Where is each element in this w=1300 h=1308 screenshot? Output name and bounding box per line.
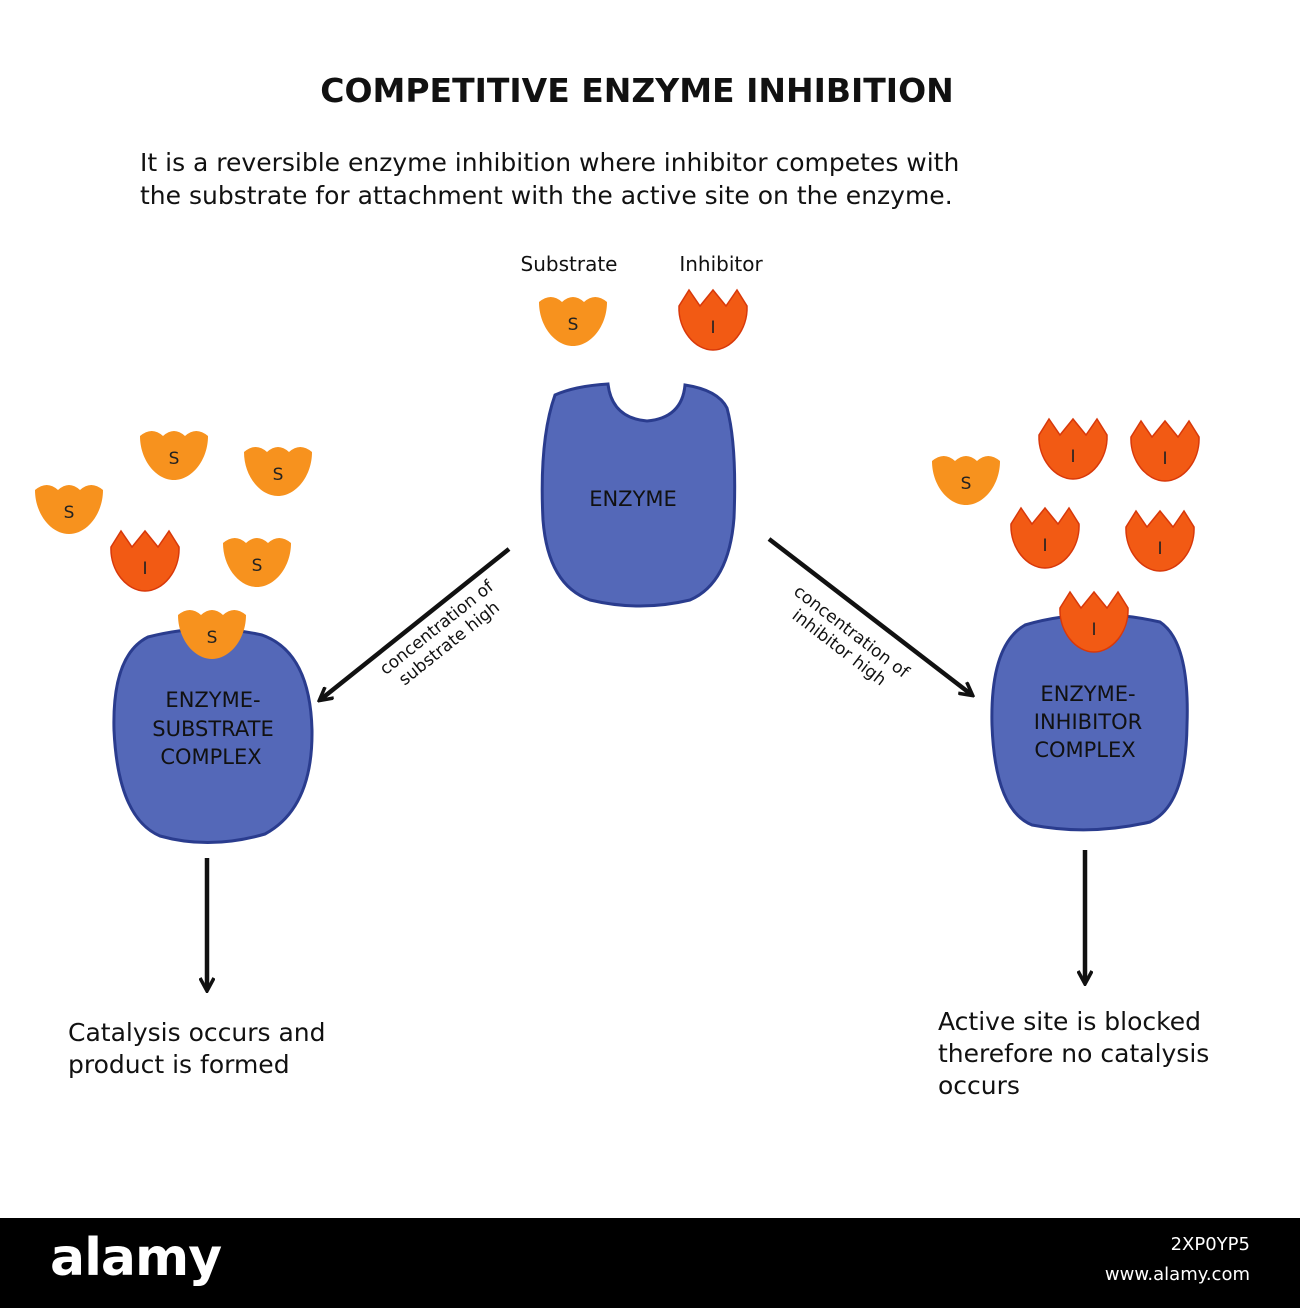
inhibitor-letter: I [710,318,715,338]
substrate-letter: S [568,315,579,335]
substrate-molecule: S [932,456,1000,505]
complex-label-line-2: SUBSTRATE [152,717,273,741]
svg-text:I: I [142,559,147,579]
substrate-molecule: S [35,485,103,534]
enzyme-inhibitor-complex: ENZYME- INHIBITOR COMPLEX [990,613,1189,832]
arrow-to-inhibitor-complex [767,537,972,695]
complex-label-line-2: INHIBITOR [1034,710,1142,734]
inhibitor-molecule: I [110,529,180,592]
left-result-line-1: Catalysis occurs and [68,1018,326,1047]
complex-label-line-3: COMPLEX [1034,738,1135,762]
enzyme-substrate-complex: ENZYME- SUBSTRATE COMPLEX [112,627,314,845]
page-title: COMPETITIVE ENZYME INHIBITION [320,71,954,110]
inhibitor-molecule: I [1038,417,1108,480]
substrate-molecule: S [140,431,208,480]
svg-text:S: S [169,449,180,469]
right-result-line-1: Active site is blocked [938,1007,1201,1036]
footer-url: www.alamy.com [1104,1264,1250,1285]
substrate-molecule: S [223,538,291,587]
svg-text:S: S [961,474,972,494]
enzyme: ENZYME [540,382,737,608]
left-result-line-2: product is formed [68,1050,290,1079]
svg-text:S: S [252,556,263,576]
arrow-to-substrate-complex [320,547,511,700]
substrate-legend-label: Substrate [521,252,618,276]
image-id: 2XP0YP5 [1170,1234,1250,1255]
svg-text:I: I [1070,447,1075,467]
right-result-line-2: therefore no catalysis [938,1039,1209,1068]
complex-label-line-1: ENZYME- [1040,682,1135,706]
svg-text:S: S [64,503,75,523]
svg-text:S: S [207,628,218,648]
description-line-1: It is a reversible enzyme inhibition whe… [140,148,959,177]
description-line-2: the substrate for attachment with the ac… [140,181,953,210]
svg-text:I: I [1091,620,1096,640]
svg-text:I: I [1042,536,1047,556]
inhibitor-legend-label: Inhibitor [679,252,763,276]
enzyme-label: ENZYME [589,487,677,511]
bound-substrate-molecule: S [178,610,246,659]
inhibitor-molecule: I [678,288,748,351]
left-arrow-note: concentration of substrate high [376,576,504,690]
substrate-molecule: S [539,297,607,346]
bound-inhibitor-molecule: I [1059,590,1129,653]
inhibitor-molecule: I [1125,509,1195,572]
inhibitor-molecule: I [1130,419,1200,482]
alamy-logo: alamy [50,1228,222,1288]
substrate-molecule: S [244,447,312,496]
svg-text:I: I [1162,449,1167,469]
right-result-line-3: occurs [938,1071,1020,1100]
complex-label-line-1: ENZYME- [165,688,260,712]
svg-text:I: I [1157,539,1162,559]
footer-bar: alamy 2XP0YP5 www.alamy.com [0,1218,1300,1308]
inhibitor-molecule: I [1010,506,1080,569]
svg-text:S: S [273,465,284,485]
complex-label-line-3: COMPLEX [160,745,261,769]
